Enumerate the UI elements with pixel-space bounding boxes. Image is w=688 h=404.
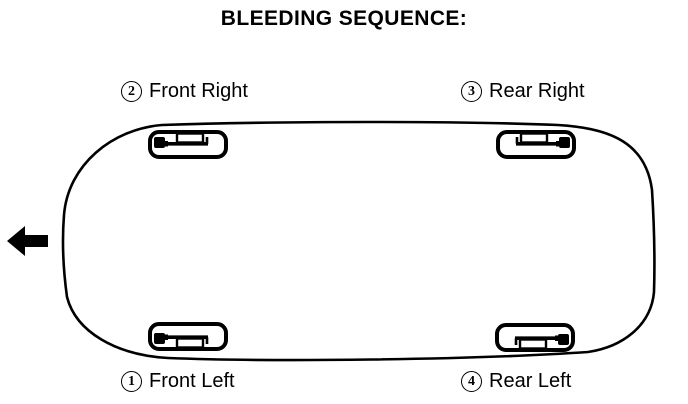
label-rear-left: 4 Rear Left	[461, 370, 571, 393]
brake-caliper-icon-front-right	[148, 130, 228, 159]
label-rear-right: 3 Rear Right	[461, 80, 585, 103]
brake-caliper-icon-front-left	[148, 322, 228, 351]
brake-caliper-icon-rear-left	[495, 323, 575, 352]
front-direction-arrow-icon	[7, 226, 48, 256]
brake-caliper-icon-rear-right	[496, 130, 576, 159]
sequence-number-badge-rear-left: 4	[461, 371, 482, 392]
sequence-number-badge-front-left: 1	[121, 371, 142, 392]
wheel-label-text-rear-right: Rear Right	[489, 80, 585, 102]
wheel-label-text-front-right: Front Right	[149, 80, 248, 102]
sequence-number-badge-front-right: 2	[121, 81, 142, 102]
label-front-left: 1 Front Left	[121, 370, 235, 393]
label-front-right: 2 Front Right	[121, 80, 248, 103]
vehicle-body-outline	[61, 120, 656, 362]
diagram-title: BLEEDING SEQUENCE:	[220, 7, 468, 30]
wheel-label-text-rear-left: Rear Left	[489, 370, 572, 392]
wheel-label-text-front-left: Front Left	[149, 370, 235, 392]
sequence-number-badge-rear-right: 3	[461, 81, 482, 102]
